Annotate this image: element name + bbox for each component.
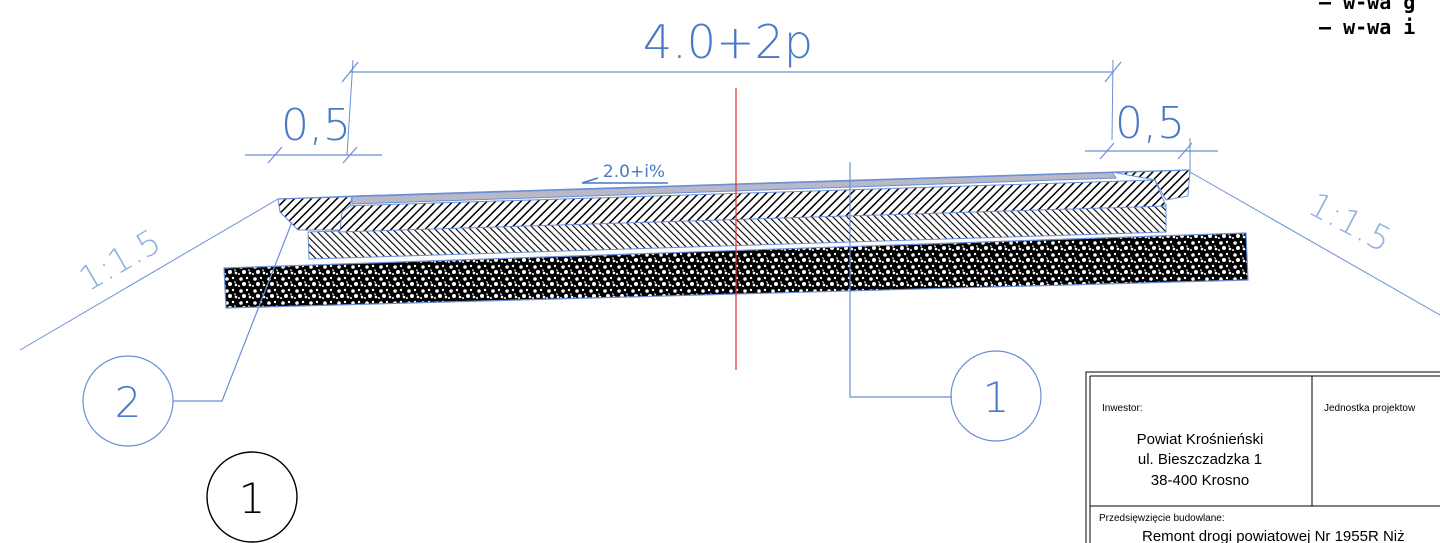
right-shoulder-label: 0,5 (1115, 98, 1185, 149)
total-width-label: 4.0+2p (643, 15, 813, 69)
total-width-dimension: 4.0+2p (341, 15, 1122, 156)
investor-line-3: 38-400 Krosno (1151, 472, 1249, 489)
project-title: Remont drogi powiatowej Nr 1955R Niż (1142, 528, 1405, 543)
legend-item-2: – w-wa i (1319, 15, 1415, 39)
layer-legend: – w-wa g – w-wa i (1319, 0, 1415, 39)
section-number-marker: 1 (206, 451, 298, 543)
design-unit-label: Jednostka projektow (1324, 403, 1416, 414)
investor-line-2: ul. Bieszczadzka 1 (1138, 451, 1262, 468)
legend-item-1: – w-wa g (1319, 0, 1415, 14)
callout-1-right: 1 (849, 162, 1042, 442)
project-label: Przedsięwzięcie budowlane: (1099, 513, 1225, 524)
right-slope-label: 1:1.5 (1302, 185, 1398, 261)
crossfall-annotation: 2.0+i% (581, 162, 668, 184)
left-shoulder-layer (277, 195, 353, 231)
callout-2-label: 2 (115, 378, 142, 427)
callout-2-left: 2 (82, 221, 293, 447)
section-number-label: 1 (239, 474, 266, 523)
investor-line-1: Powiat Krośnieński (1137, 431, 1264, 448)
left-slope-label: 1:1.5 (73, 222, 168, 300)
left-shoulder-dimension: 0,5 (245, 100, 382, 164)
pavement-layers (223, 169, 1249, 309)
left-shoulder-label: 0,5 (281, 100, 351, 151)
title-block: Inwestor: Powiat Krośnieński ul. Bieszcz… (1085, 371, 1440, 543)
callout-1-label: 1 (983, 373, 1010, 422)
right-shoulder-dimension: 0,5 (1085, 98, 1218, 175)
investor-label: Inwestor: (1102, 403, 1143, 414)
crossfall-label: 2.0+i% (603, 162, 665, 182)
